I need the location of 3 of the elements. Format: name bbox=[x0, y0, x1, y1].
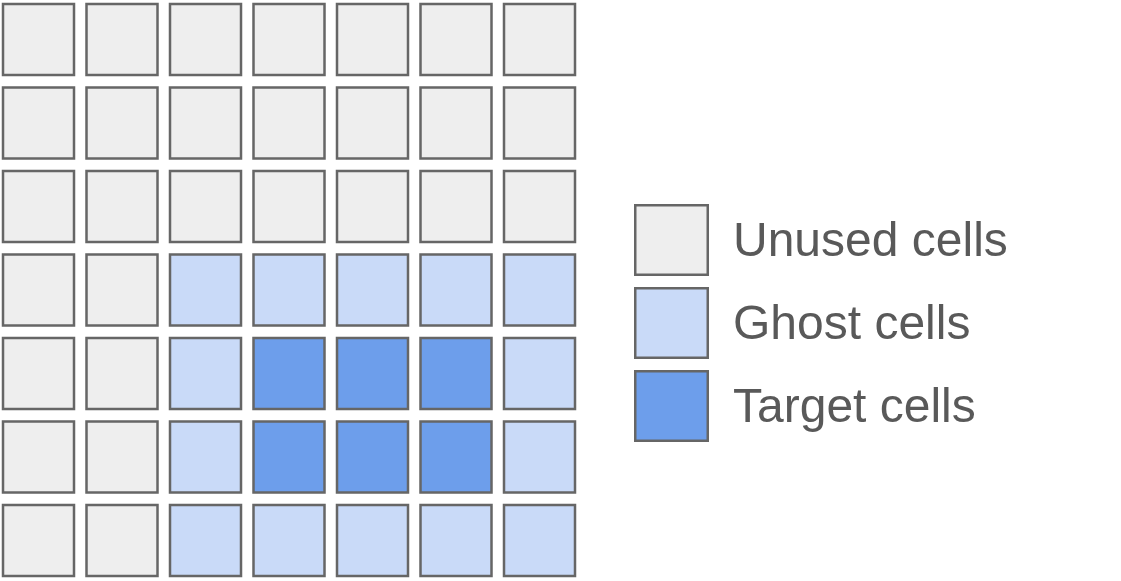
legend-label: Ghost cells bbox=[733, 295, 971, 351]
legend-label: Target cells bbox=[733, 378, 976, 434]
legend-label: Unused cells bbox=[733, 212, 1008, 268]
